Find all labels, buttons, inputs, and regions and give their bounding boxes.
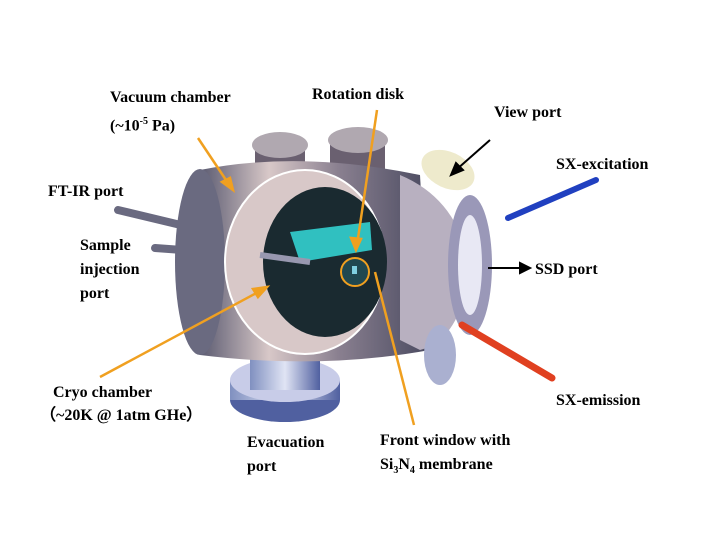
cryo-chamber-opening xyxy=(224,169,387,355)
pressure-unit: Pa) xyxy=(148,117,176,135)
inner-cyan-plate xyxy=(290,222,372,262)
label-sx-excitation: SX-excitation xyxy=(556,156,649,173)
label-evacuation-1: Evacuation xyxy=(247,434,325,451)
cryo-chamber-arrow xyxy=(99,288,263,379)
label-membrane: Si3N4 membrane xyxy=(380,453,493,483)
label-front-window: Front window with xyxy=(380,432,511,449)
label-rotation-disk: Rotation disk xyxy=(312,86,405,103)
pressure-exponent: -5 xyxy=(139,116,148,127)
label-sample-injection-3: port xyxy=(80,285,110,302)
label-vacuum-chamber: Vacuum chamber xyxy=(110,89,231,106)
vacuum-chamber-arrow xyxy=(196,137,232,187)
label-vacuum-pressure: (~10-5 Pa) xyxy=(110,110,175,138)
label-cryo-chamber: Cryo chamber xyxy=(53,384,153,401)
membrane-sub-4: 4 xyxy=(409,465,415,477)
membrane-sub-3: 3 xyxy=(393,465,399,477)
view-port-arrow xyxy=(455,139,491,171)
right-flanges xyxy=(424,195,492,385)
front-window-arrow xyxy=(373,271,416,426)
rotation-disk-arrow xyxy=(355,109,379,246)
label-view-port: View port xyxy=(494,104,562,121)
pressure-base: (~10 xyxy=(110,117,140,135)
label-evacuation-2: port xyxy=(247,458,277,475)
membrane-text: membrane xyxy=(414,456,493,473)
membrane-si: Si xyxy=(380,456,394,473)
sx-emission-beam xyxy=(458,321,556,382)
view-port-flange xyxy=(421,149,475,191)
label-cryo-conditions: （~20K @ 1atm GHe） xyxy=(40,407,203,424)
label-ssd-port: SSD port xyxy=(535,261,598,278)
label-sample-injection-1: Sample xyxy=(80,237,131,254)
membrane-n: N xyxy=(398,456,410,473)
label-sx-emission: SX-emission xyxy=(556,392,641,409)
sx-excitation-beam xyxy=(505,177,599,221)
label-ftir-port: FT-IR port xyxy=(48,183,124,200)
label-sample-injection-2: injection xyxy=(80,261,140,278)
